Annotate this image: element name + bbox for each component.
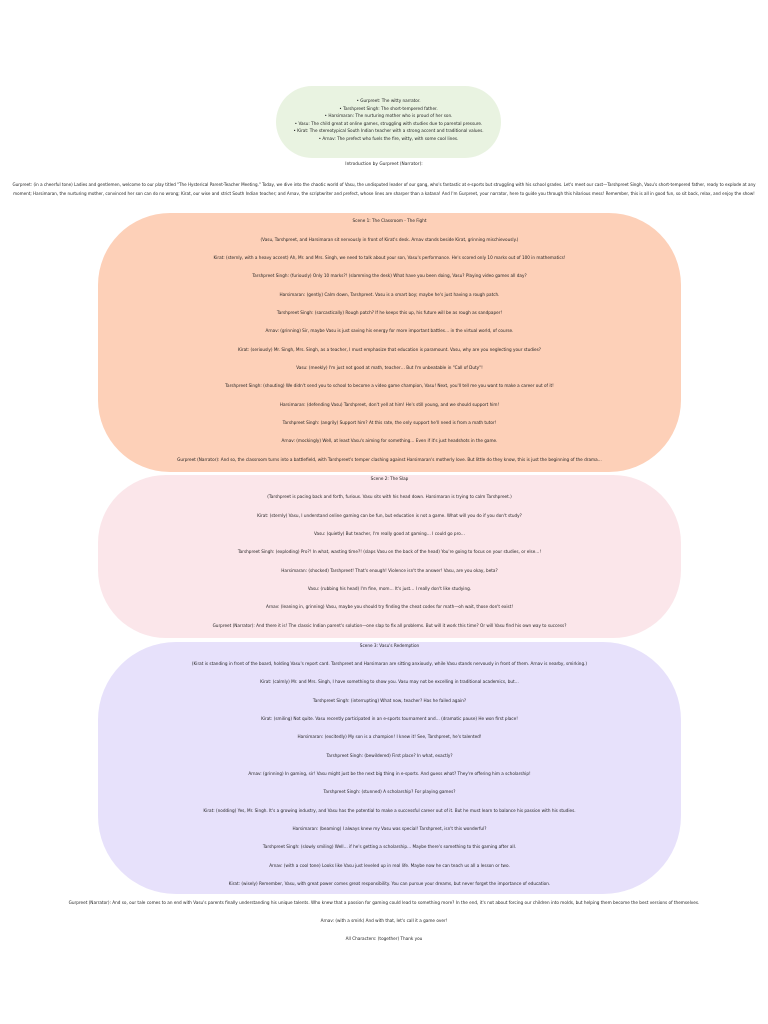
dialogue-line: Harsimaran: (shocked) Tarshpreet! That's… (281, 568, 498, 573)
dialogue-line: Kirat: (wisely) Remember, Vasu, with gre… (228, 881, 551, 886)
cast-item: Harsimaran: The nurturing mother who is … (276, 112, 501, 120)
dialogue-line: Vasu: (quietly) But teacher, I'm really … (314, 531, 465, 536)
scene-1-panel: Scene 1: The Classroom - The Fight (Vasu… (98, 213, 681, 472)
dialogue-line: Gurpreet (Narrator): And there it is! Th… (212, 623, 567, 628)
dialogue-line: Vasu: (meekly) I'm just not good at math… (296, 365, 483, 370)
dialogue-line: Kirat: (sternly, with a heavy accent) Ah… (213, 255, 566, 260)
dialogue-line: Tarshpreet Singh: (furiously) Only 10 ma… (252, 273, 527, 278)
dialogue-line: Harsimaran: (excitedly) My son is a cham… (297, 734, 482, 739)
dialogue-line: Gurpreet (Narrator): And so, the classro… (177, 457, 602, 462)
dialogue-line: Vasu: (rubbing his head) I'm fine, mom… … (307, 586, 472, 591)
dialogue-line: Arnav: (grinning) Sir, maybe Vasu is jus… (265, 328, 514, 333)
cast-item: Gurpreet: The witty narrator. (276, 97, 501, 105)
cast-item: Vasu: The child great at online games, s… (276, 120, 501, 128)
intro-paragraph: Gurpreet: (in a cheerful tone) Ladies an… (12, 182, 756, 196)
dialogue-line: Kirat: (seriously) Mr. Singh, Mrs. Singh… (237, 347, 542, 352)
dialogue-line: (Vasu, Tarshpreet, and Harsimaran sit ne… (260, 237, 519, 242)
cast-item: Kirat: The stereotypical South Indian te… (276, 127, 501, 135)
outro-line: All Characters: (together) Thank you (345, 936, 423, 941)
dialogue-line: Arnav: (leaning in, grinning) Vasu, mayb… (265, 604, 514, 609)
dialogue-line: Kirat: (smiling) Not quite. Vasu recentl… (261, 716, 518, 721)
cast-list: Gurpreet: The witty narrator. Tarshpreet… (276, 97, 501, 143)
dialogue-line: Tarshpreet Singh: (stunned) A scholarshi… (323, 789, 456, 794)
dialogue-line: Tarshpreet Singh: (interrupting) What no… (312, 698, 467, 703)
intro-title: Introduction by Gurpreet (Narrator): (345, 162, 423, 167)
dialogue-line: Kirat: (sternly) Vasu, I understand onli… (257, 513, 522, 518)
dialogue-line: Harsimaran: (gently) Calm down, Tarshpre… (279, 292, 500, 297)
dialogue-line: Arnav: (grinning) In gaming, sir! Vasu m… (248, 771, 531, 776)
scene-3-panel: Scene 3: Vasu's Redemption (Kirat is sta… (98, 642, 681, 894)
scene-title: Scene 3: Vasu's Redemption (359, 643, 420, 648)
dialogue-line: Tarshpreet Singh: (slowly smiling) Well…… (262, 844, 517, 849)
dialogue-line: Tarshpreet Singh: (exploding) Pro?! In w… (237, 549, 542, 554)
dialogue-line: Tarshpreet Singh: (angrily) Support him?… (282, 420, 497, 425)
cast-item: Arnav: The prefect who fuels the fire, w… (276, 135, 501, 143)
outro-line: Arnav: (with a smirk) And with that, let… (320, 918, 448, 923)
dialogue-line: Tarshpreet Singh: (sarcastically) Rough … (276, 310, 503, 315)
dialogue-line: Harsimaran: (defending Vasu) Tarshpreet,… (279, 402, 500, 407)
dialogue-line: (Kirat is standing in front of the board… (191, 661, 588, 666)
scene-title: Scene 2: The Slap (370, 476, 409, 481)
scene-title: Scene 1: The Classroom - The Fight (352, 218, 427, 223)
dialogue-line: Kirat: (nodding) Yes, Mr. Singh. It's a … (203, 808, 576, 813)
dialogue-line: (Tarshpreet is pacing back and forth, fu… (267, 494, 512, 499)
outro-line: Gurpreet (Narrator): And so, our tale co… (68, 900, 700, 905)
dialogue-line: Arnav: (with a cool tone) Looks like Vas… (269, 863, 510, 868)
dialogue-line: Arnav: (mockingly) Well, at least Vasu's… (281, 438, 498, 443)
dialogue-line: Kirat: (calmly) Mr. and Mrs. Singh, I ha… (260, 679, 519, 684)
dialogue-line: Tarshpreet Singh: (shouting) We didn't s… (225, 383, 554, 388)
cast-list-panel: Gurpreet: The witty narrator. Tarshpreet… (276, 86, 501, 158)
cast-item: Tarshpreet Singh: The short-tempered fat… (276, 105, 501, 113)
dialogue-line: Harsimaran: (beaming) I always knew my V… (292, 826, 487, 831)
dialogue-line: Tarshpreet Singh: (bewildered) First pla… (326, 753, 453, 758)
scene-2-panel: Scene 2: The Slap (Tarshpreet is pacing … (98, 475, 681, 638)
